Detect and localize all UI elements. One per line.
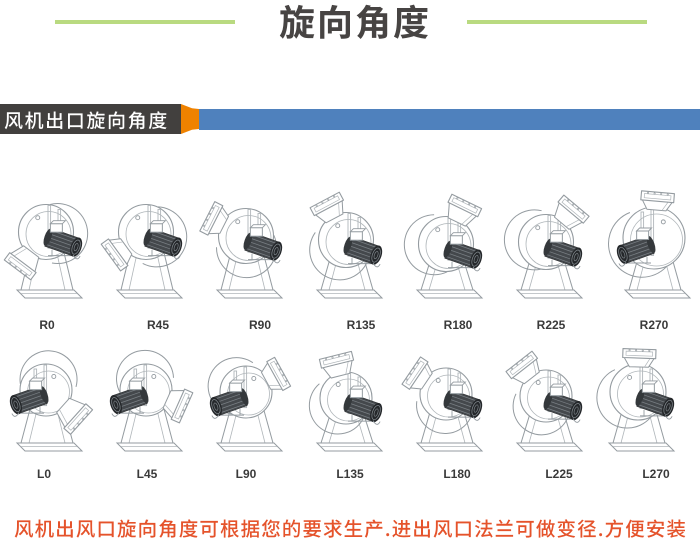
fan-cell-R0: R0 (0, 150, 100, 332)
fan-diagram-R225 (503, 194, 590, 299)
fan-row-R: R0 R45 R90 R135 R180 R225 (0, 150, 700, 332)
page-title (279, 4, 428, 40)
fan-label-L135: L135 (336, 467, 364, 481)
banner-bar (199, 109, 700, 130)
footer-note-text: 风机出风口旋向角度可根据您的要求生产.进出风口法兰可做变径.方便安装 (686, 517, 687, 518)
fan-label-R135: R135 (346, 318, 376, 332)
fan-diagram-R90 (199, 201, 284, 299)
page-title-text: 旋向角度 (0, 0, 1, 1)
fan-cell-L45: L45 (100, 340, 200, 481)
fan-label-R45: R45 (146, 318, 169, 332)
fan-diagram-L90 (207, 356, 292, 452)
fan-label-R0: R0 (39, 318, 55, 332)
fan-label-L225: L225 (545, 467, 573, 481)
fan-cell-R135: R135 (300, 150, 400, 332)
fan-diagram-L270 (596, 348, 676, 452)
fan-cell-L270: L270 (596, 340, 700, 481)
header: 旋向角度 (0, 0, 700, 44)
fan-diagram-R0 (3, 203, 89, 299)
title-decor-line-left (55, 20, 235, 24)
fan-label-R180: R180 (443, 318, 473, 332)
fan-diagram-L225 (505, 350, 584, 452)
fan-row-L: L0 L45 L90 L135 L180 L225 (0, 340, 700, 481)
section-banner-label-text: 风机出口旋向角度 (0, 104, 1, 105)
fan-cell-R90: R90 (199, 150, 300, 332)
fan-diagram-R180 (403, 193, 484, 299)
fan-diagram-L0 (9, 350, 94, 452)
fan-cell-L135: L135 (300, 340, 400, 481)
fan-label-L0: L0 (36, 467, 51, 481)
fan-label-L270: L270 (642, 467, 670, 481)
fan-diagram-R270 (608, 190, 692, 299)
title-decor-line-right (467, 20, 647, 24)
fan-diagram-L180 (401, 356, 484, 452)
footer-note-art (14, 519, 686, 538)
fan-label-R270: R270 (639, 318, 669, 332)
section-banner-label: 风机出口旋向角度 (0, 104, 181, 134)
section-banner-label-art (4, 111, 167, 130)
banner-arrow-icon (181, 104, 200, 134)
fan-diagram-R135 (309, 191, 384, 299)
fan-cell-R180: R180 (400, 150, 500, 332)
fan-cell-L0: L0 (0, 340, 100, 481)
fan-diagram-L45 (109, 349, 194, 452)
footer-note: 风机出风口旋向角度可根据您的要求生产.进出风口法兰可做变径.方便安装 (14, 517, 686, 543)
fan-cell-L90: L90 (200, 340, 300, 481)
fan-cell-L180: L180 (400, 340, 500, 481)
fan-label-L180: L180 (443, 467, 471, 481)
section-banner: 风机出口旋向角度 (0, 104, 700, 134)
fan-cell-R225: R225 (500, 150, 600, 332)
fan-cell-L225: L225 (500, 340, 600, 481)
fan-label-L90: L90 (235, 467, 257, 481)
fan-cell-R45: R45 (100, 150, 200, 332)
fan-diagram-R45 (100, 203, 188, 299)
fan-label-R225: R225 (536, 318, 566, 332)
fan-label-L45: L45 (136, 467, 158, 481)
fan-cell-R270: R270 (600, 150, 700, 332)
fan-label-R90: R90 (248, 318, 271, 332)
fan-diagram-L135 (308, 350, 384, 452)
